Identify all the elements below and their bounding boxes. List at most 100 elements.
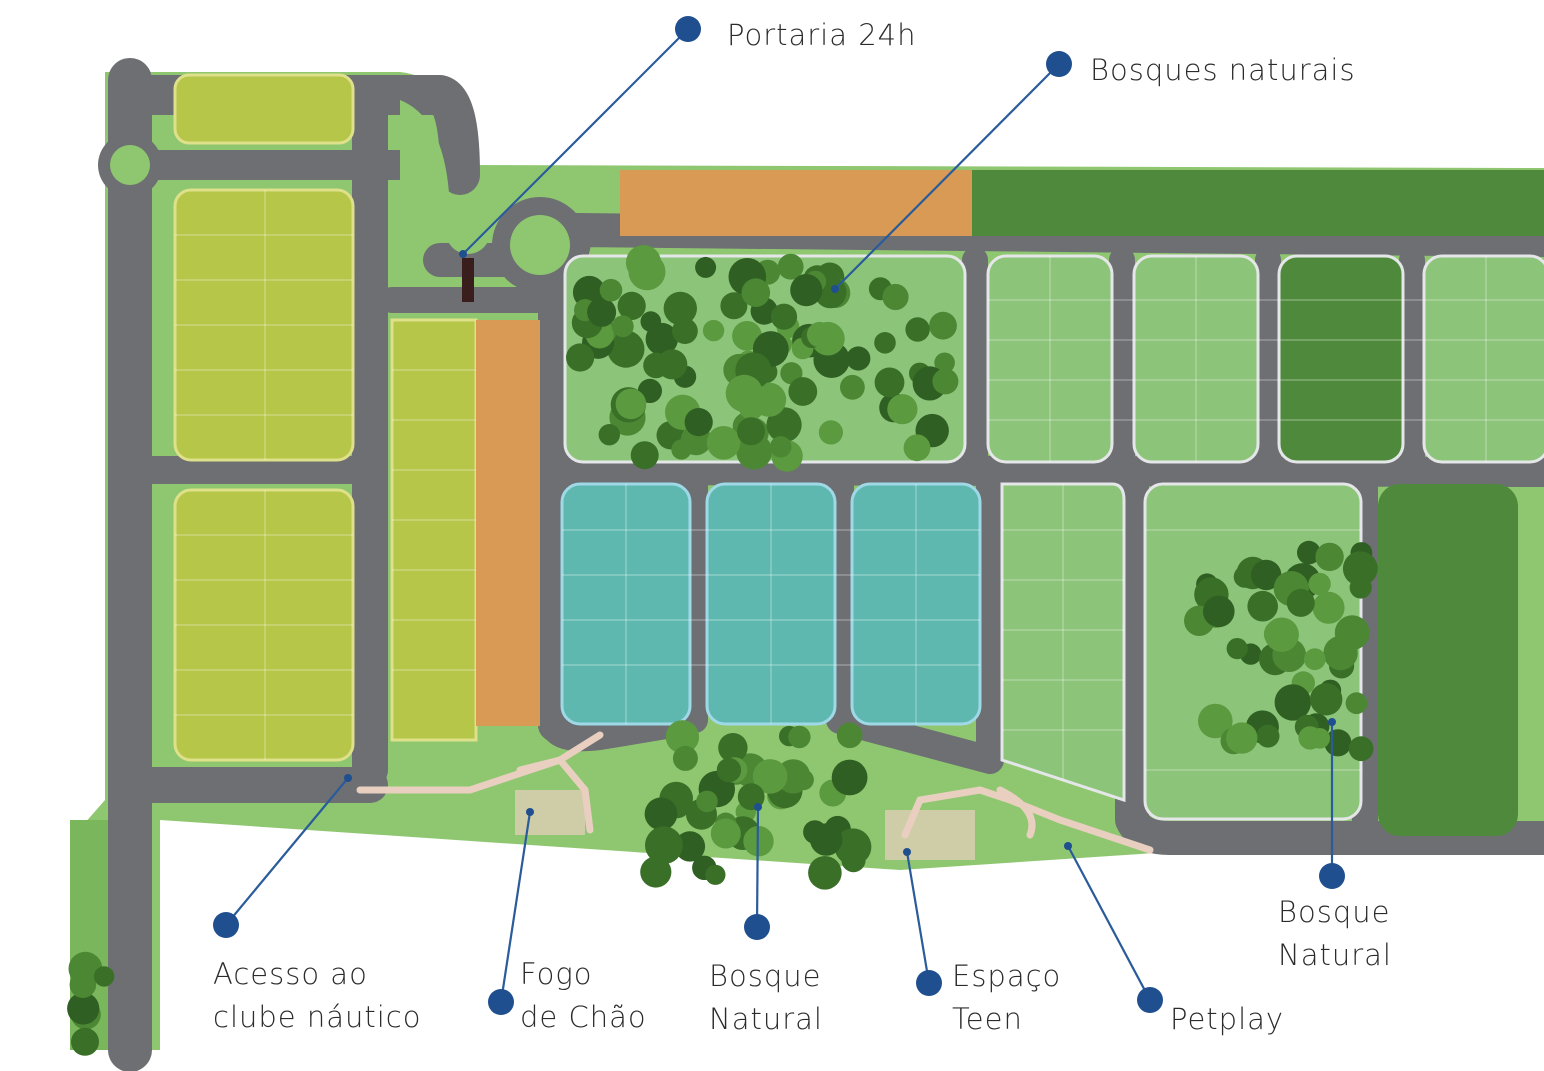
grove-east: [1184, 540, 1378, 762]
tree-canopy: [665, 720, 700, 754]
lot-grid-lines: [175, 190, 1544, 780]
gatehouse: [462, 258, 474, 302]
marker-bosque-leste[interactable]: [1319, 863, 1345, 889]
lots-orange: [476, 170, 972, 726]
tree-canopy: [1251, 559, 1282, 591]
tree-canopy: [71, 1027, 99, 1056]
tree-canopy: [1286, 588, 1315, 617]
tree-canopy: [1303, 648, 1326, 671]
tree-canopy: [846, 346, 871, 371]
tree-canopy: [672, 745, 698, 771]
tree-canopy: [790, 274, 823, 307]
tree-canopy: [93, 966, 115, 987]
teen-area: [885, 810, 975, 860]
label-fogo-de-chao: Fogo de Chão: [520, 957, 647, 1034]
tree-canopy: [874, 332, 896, 354]
tree-canopy: [1308, 572, 1331, 596]
leader-bosques: [834, 63, 1060, 290]
leader-petplay: [1067, 845, 1151, 1001]
label-petplay: Petplay: [1170, 1002, 1285, 1036]
lots-teal: [560, 482, 982, 726]
tree-canopy: [67, 992, 100, 1025]
tree-canopy: [566, 343, 595, 372]
tree-canopy: [674, 831, 706, 862]
tree-canopy: [611, 315, 634, 338]
tree-canopy: [903, 434, 931, 462]
tree-canopy: [1226, 638, 1248, 660]
lot-dark-green-north: [1277, 254, 1405, 464]
label-bosque-leste: Bosque Natural: [1278, 895, 1392, 972]
tree-canopy: [741, 278, 771, 308]
tree-canopy: [1348, 736, 1374, 762]
tree-canopy: [684, 408, 713, 437]
tree-canopy: [625, 245, 662, 281]
tree-canopy: [818, 420, 844, 445]
walking-paths: [356, 731, 1154, 854]
tree-canopy: [1198, 703, 1233, 739]
tree-canopy: [1310, 683, 1343, 716]
tree-canopy: [672, 318, 698, 344]
tree-canopy: [934, 352, 955, 374]
tree-canopy: [788, 377, 818, 406]
tree-canopy: [1342, 551, 1378, 586]
tree-canopy: [1203, 595, 1235, 628]
tree-canopy: [640, 856, 672, 888]
label-bosque-central: Bosque Natural: [709, 959, 823, 1036]
tree-canopy: [905, 317, 930, 342]
tree-canopy: [630, 441, 659, 470]
gate-island: [446, 210, 490, 254]
tree-canopy: [1309, 728, 1330, 749]
tree-canopy: [769, 436, 792, 458]
tree-canopy: [1263, 619, 1293, 649]
marker-bosque-central[interactable]: [744, 914, 770, 940]
tree-canopy: [788, 725, 811, 749]
tree-canopy: [1233, 565, 1256, 588]
tree-canopy: [663, 291, 697, 326]
tree-canopy: [640, 311, 662, 332]
marker-bosques[interactable]: [1046, 51, 1072, 77]
tree-canopy: [657, 349, 688, 380]
tree-canopy: [810, 823, 843, 856]
tree-canopy: [718, 733, 748, 763]
label-espaco-teen: Espaço Teen: [952, 959, 1062, 1036]
tree-canopy: [1315, 542, 1344, 572]
leader-acesso: [225, 777, 349, 926]
tree-canopy: [587, 297, 617, 327]
tree-canopy: [874, 367, 905, 398]
tree-canopy: [766, 407, 802, 443]
tree-canopy: [1312, 591, 1345, 624]
tree-canopy: [752, 759, 788, 794]
tree-canopy: [932, 368, 959, 395]
tree-canopy: [720, 292, 748, 320]
roundabout-west-island: [110, 145, 150, 185]
tree-canopy: [1226, 722, 1258, 754]
grove-southwest: [67, 951, 115, 1056]
tree-canopy: [615, 388, 647, 420]
marker-petplay[interactable]: [1137, 987, 1163, 1013]
tree-canopy: [840, 374, 865, 400]
tree-canopy: [887, 394, 918, 425]
tree-canopy: [69, 971, 97, 998]
tree-canopy: [770, 303, 798, 330]
marker-fogo[interactable]: [488, 989, 514, 1015]
tree-canopy: [808, 856, 842, 890]
tree-canopy: [705, 864, 726, 885]
tree-canopy: [725, 374, 763, 412]
marker-acesso[interactable]: [213, 912, 239, 938]
roundabout-gate-island: [510, 215, 570, 275]
marker-portaria[interactable]: [675, 16, 701, 42]
tree-canopy: [777, 253, 804, 280]
tree-canopy: [645, 826, 683, 865]
leader-bosque-central: [755, 806, 760, 928]
grove-central: [640, 720, 872, 890]
lot-dark-green-south: [1378, 484, 1518, 836]
tree-canopy: [831, 759, 868, 796]
marker-espaco-teen[interactable]: [916, 970, 942, 996]
lots-dark-strip: [972, 170, 1544, 236]
tree-canopy: [710, 818, 741, 849]
tree-canopy: [695, 256, 717, 278]
lots-yellow: [173, 73, 478, 762]
tree-canopy: [836, 722, 863, 749]
